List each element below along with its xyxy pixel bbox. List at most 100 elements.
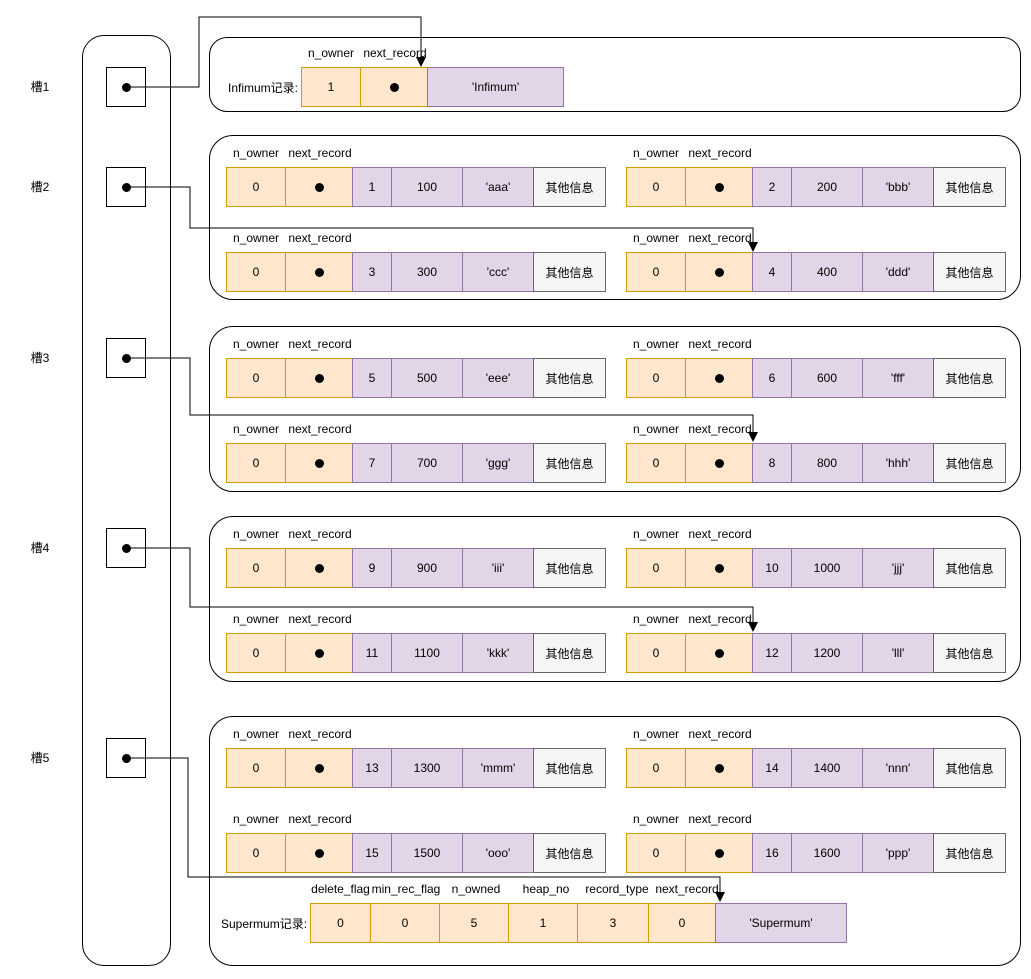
next-record-pointer-icon — [714, 267, 724, 277]
next-record-pointer-icon — [314, 458, 324, 468]
record-cell-next-record — [285, 358, 353, 398]
infimum-record-label: Infimum记录: — [228, 80, 299, 95]
supremum-cell-heap-no: 1 — [508, 903, 578, 943]
record-cell-column: 900 — [391, 548, 463, 588]
record-cell-n-owner: 0 — [626, 833, 686, 873]
record-cell-n-owner: 0 — [226, 633, 286, 673]
next-record-pointer-icon — [714, 763, 724, 773]
record-cell-key: 2 — [752, 167, 792, 207]
record-header-n-owner: n_owner — [232, 422, 280, 436]
next-record-pointer-icon — [314, 563, 324, 573]
record-cell-n-owner: 0 — [626, 548, 686, 588]
supremum-header-record-type: record_type — [585, 882, 649, 896]
record-header-next-record: next_record — [688, 231, 752, 245]
record-cell-name: 'fff' — [862, 358, 934, 398]
record-cell-next-record — [685, 748, 753, 788]
record-cell-next-record — [285, 167, 353, 207]
record-cell-next-record — [685, 167, 753, 207]
next-record-pointer-icon — [714, 458, 724, 468]
record-cell-n-owner: 0 — [626, 633, 686, 673]
record-header-next-record: next_record — [688, 337, 752, 351]
record-cell-column: 400 — [791, 252, 863, 292]
record-group-box-slot5: Supermum记录: delete_flag min_rec_flag n_o… — [209, 716, 1021, 966]
record-cell-other-info: 其他信息 — [933, 358, 1006, 398]
infimum-cell-value: 'Infimum' — [427, 67, 564, 107]
record-cell-key: 13 — [352, 748, 392, 788]
record-cell-n-owner: 0 — [626, 167, 686, 207]
supremum-header-next-record: next_record — [655, 882, 719, 896]
record-cell-key: 6 — [752, 358, 792, 398]
supremum-header-n-owned: n_owned — [451, 882, 501, 896]
record-cell-other-info: 其他信息 — [933, 443, 1006, 483]
next-record-pointer-icon — [714, 848, 724, 858]
record-cell-column: 600 — [791, 358, 863, 398]
record-cell-name: 'iii' — [462, 548, 534, 588]
infimum-record: n_owner next_record 1 'Infimum' — [301, 46, 564, 107]
record-cell-other-info: 其他信息 — [533, 833, 606, 873]
record-cell-name: 'jjj' — [862, 548, 934, 588]
record-cell-next-record — [285, 748, 353, 788]
record-cell-other-info: 其他信息 — [933, 833, 1006, 873]
record-cell-column: 500 — [391, 358, 463, 398]
record-cell-key: 14 — [752, 748, 792, 788]
record-header-n-owner: n_owner — [232, 727, 280, 741]
record-cell-column: 700 — [391, 443, 463, 483]
slot-label-3: 槽3 — [30, 351, 50, 365]
record-header-next-record: next_record — [288, 422, 352, 436]
record-cell-column: 1000 — [791, 548, 863, 588]
supremum-cell-record-type: 3 — [577, 903, 649, 943]
record-cell-other-info: 其他信息 — [933, 548, 1006, 588]
record-cell-key: 5 — [352, 358, 392, 398]
next-record-pointer-icon — [714, 648, 724, 658]
record-header-next-record: next_record — [688, 612, 752, 626]
record-cell-column: 1200 — [791, 633, 863, 673]
record-header-n-owner: n_owner — [232, 812, 280, 826]
record-cell-n-owner: 0 — [626, 748, 686, 788]
pointer-dot-icon — [121, 753, 131, 763]
record-cell-key: 4 — [752, 252, 792, 292]
record-cell-column: 1600 — [791, 833, 863, 873]
infimum-header-next-record: next_record — [363, 46, 427, 60]
pointer-dot-icon — [121, 182, 131, 192]
record-cell-next-record — [285, 443, 353, 483]
record-cell-key: 15 — [352, 833, 392, 873]
record-header-next-record: next_record — [288, 337, 352, 351]
record-cell-name: 'bbb' — [862, 167, 934, 207]
record-cell-other-info: 其他信息 — [933, 252, 1006, 292]
record-cell-column: 1100 — [391, 633, 463, 673]
record-cell-key: 11 — [352, 633, 392, 673]
record-cell-key: 10 — [752, 548, 792, 588]
next-record-pointer-icon — [389, 82, 399, 92]
record-header-next-record: next_record — [288, 812, 352, 826]
record-cell-next-record — [685, 633, 753, 673]
record-cell-name: 'hhh' — [862, 443, 934, 483]
infimum-cell-next-record — [360, 67, 428, 107]
record-header-next-record: next_record — [288, 146, 352, 160]
record-cell-key: 1 — [352, 167, 392, 207]
record-cell-name: 'eee' — [462, 358, 534, 398]
record-cell-column: 200 — [791, 167, 863, 207]
infimum-header-n-owner: n_owner — [307, 46, 355, 60]
record-cell-name: 'ooo' — [462, 833, 534, 873]
next-record-pointer-icon — [314, 848, 324, 858]
record-cell-column: 1500 — [391, 833, 463, 873]
record-header-next-record: next_record — [288, 527, 352, 541]
record-header-n-owner: n_owner — [632, 422, 680, 436]
pointer-dot-icon — [121, 353, 131, 363]
record-cell-name: 'lll' — [862, 633, 934, 673]
record-cell-n-owner: 0 — [226, 252, 286, 292]
slot-pointer-square-3 — [106, 338, 146, 378]
record-header-n-owner: n_owner — [232, 612, 280, 626]
record-cell-key: 7 — [352, 443, 392, 483]
pointer-dot-icon — [121, 82, 131, 92]
record-cell-other-info: 其他信息 — [933, 748, 1006, 788]
record-header-n-owner: n_owner — [232, 231, 280, 245]
record-cell-n-owner: 0 — [226, 358, 286, 398]
